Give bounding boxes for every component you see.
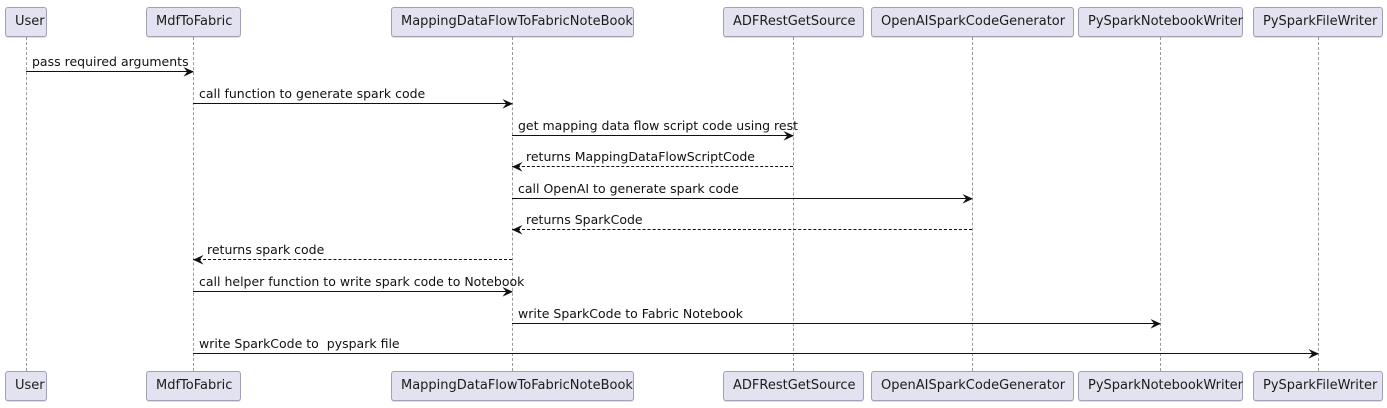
message-label: returns spark code xyxy=(207,242,325,257)
participant-label: ADFRestGetSource xyxy=(733,378,856,393)
lifeline-openai xyxy=(972,37,973,371)
message-arrow: write SparkCode to Fabric Notebook xyxy=(512,307,1161,329)
participant-header-user[interactable]: User xyxy=(5,7,47,37)
arrowhead-right-icon xyxy=(502,98,513,109)
message-arrow: write SparkCode to pyspark file xyxy=(193,337,1319,359)
message-arrow: returns MappingDataFlowScriptCode xyxy=(512,150,793,172)
lifeline-nbwriter xyxy=(1160,37,1161,371)
message-line xyxy=(512,166,793,167)
message-line xyxy=(512,229,972,230)
message-line xyxy=(26,71,193,72)
lifeline-mdf2fabric xyxy=(512,37,513,371)
participant-header-adfrest[interactable]: ADFRestGetSource xyxy=(723,7,864,37)
arrowhead-right-icon xyxy=(183,66,194,77)
participant-label: MappingDataFlowToFabricNoteBook xyxy=(401,378,633,393)
participant-header-nbwriter[interactable]: PySparkNotebookWriter xyxy=(1078,7,1243,37)
participant-label: PySparkFileWriter xyxy=(1263,14,1378,29)
message-label: call helper function to write spark code… xyxy=(199,274,525,289)
arrowhead-left-icon xyxy=(511,224,523,235)
participant-footer-mdf[interactable]: MdfToFabric xyxy=(146,371,241,401)
participant-header-mdf[interactable]: MdfToFabric xyxy=(146,7,241,37)
arrowhead-left-icon xyxy=(511,161,523,172)
message-line xyxy=(193,353,1318,354)
message-arrow: get mapping data flow script code using … xyxy=(512,119,798,141)
message-line xyxy=(512,135,793,136)
lifeline-mdf xyxy=(193,37,194,371)
participant-label: User xyxy=(15,378,45,393)
arrowhead-right-icon xyxy=(783,130,794,141)
participant-label: User xyxy=(15,14,45,29)
participant-header-openai[interactable]: OpenAISparkCodeGenerator xyxy=(871,7,1074,37)
participant-label: PySparkNotebookWriter xyxy=(1088,14,1244,29)
message-label: call OpenAI to generate spark code xyxy=(518,181,739,196)
participant-label: MdfToFabric xyxy=(156,14,233,29)
message-arrow: call helper function to write spark code… xyxy=(193,275,524,297)
participant-label: PySparkFileWriter xyxy=(1263,378,1378,393)
message-line xyxy=(512,198,972,199)
message-label: get mapping data flow script code using … xyxy=(518,118,798,133)
message-line xyxy=(512,323,1160,324)
message-arrow: returns SparkCode xyxy=(512,213,972,235)
message-arrow: call function to generate spark code xyxy=(193,87,513,109)
participant-header-mdf2fabric[interactable]: MappingDataFlowToFabricNoteBook xyxy=(391,7,634,37)
participant-label: PySparkNotebookWriter xyxy=(1088,378,1244,393)
participant-footer-user[interactable]: User xyxy=(5,371,47,401)
participant-header-filewriter[interactable]: PySparkFileWriter xyxy=(1253,7,1383,37)
participant-footer-nbwriter[interactable]: PySparkNotebookWriter xyxy=(1078,371,1243,401)
lifeline-adfrest xyxy=(793,37,794,371)
participant-label: OpenAISparkCodeGenerator xyxy=(881,378,1066,393)
message-arrow: returns spark code xyxy=(193,243,512,265)
participant-footer-filewriter[interactable]: PySparkFileWriter xyxy=(1253,371,1383,401)
participant-label: MappingDataFlowToFabricNoteBook xyxy=(401,14,633,29)
message-label: returns SparkCode xyxy=(526,212,643,227)
arrowhead-left-icon xyxy=(192,254,204,265)
arrowhead-right-icon xyxy=(502,286,513,297)
message-line xyxy=(193,291,512,292)
message-label: returns MappingDataFlowScriptCode xyxy=(526,149,755,164)
message-line xyxy=(193,259,512,260)
arrowhead-right-icon xyxy=(1308,348,1319,359)
message-label: call function to generate spark code xyxy=(199,86,426,101)
lifeline-filewriter xyxy=(1318,37,1319,371)
message-line xyxy=(193,103,512,104)
message-arrow: call OpenAI to generate spark code xyxy=(512,182,973,204)
participant-label: MdfToFabric xyxy=(156,378,233,393)
arrowhead-right-icon xyxy=(1150,318,1161,329)
participant-label: OpenAISparkCodeGenerator xyxy=(881,14,1066,29)
participant-label: ADFRestGetSource xyxy=(733,14,856,29)
participant-footer-adfrest[interactable]: ADFRestGetSource xyxy=(723,371,864,401)
participant-footer-mdf2fabric[interactable]: MappingDataFlowToFabricNoteBook xyxy=(391,371,634,401)
message-label: write SparkCode to Fabric Notebook xyxy=(518,306,743,321)
participant-footer-openai[interactable]: OpenAISparkCodeGenerator xyxy=(871,371,1074,401)
message-label: pass required arguments xyxy=(32,54,189,69)
message-label: write SparkCode to pyspark file xyxy=(199,336,400,351)
arrowhead-right-icon xyxy=(962,193,973,204)
message-arrow: pass required arguments xyxy=(26,55,194,77)
lifeline-user xyxy=(26,37,27,371)
